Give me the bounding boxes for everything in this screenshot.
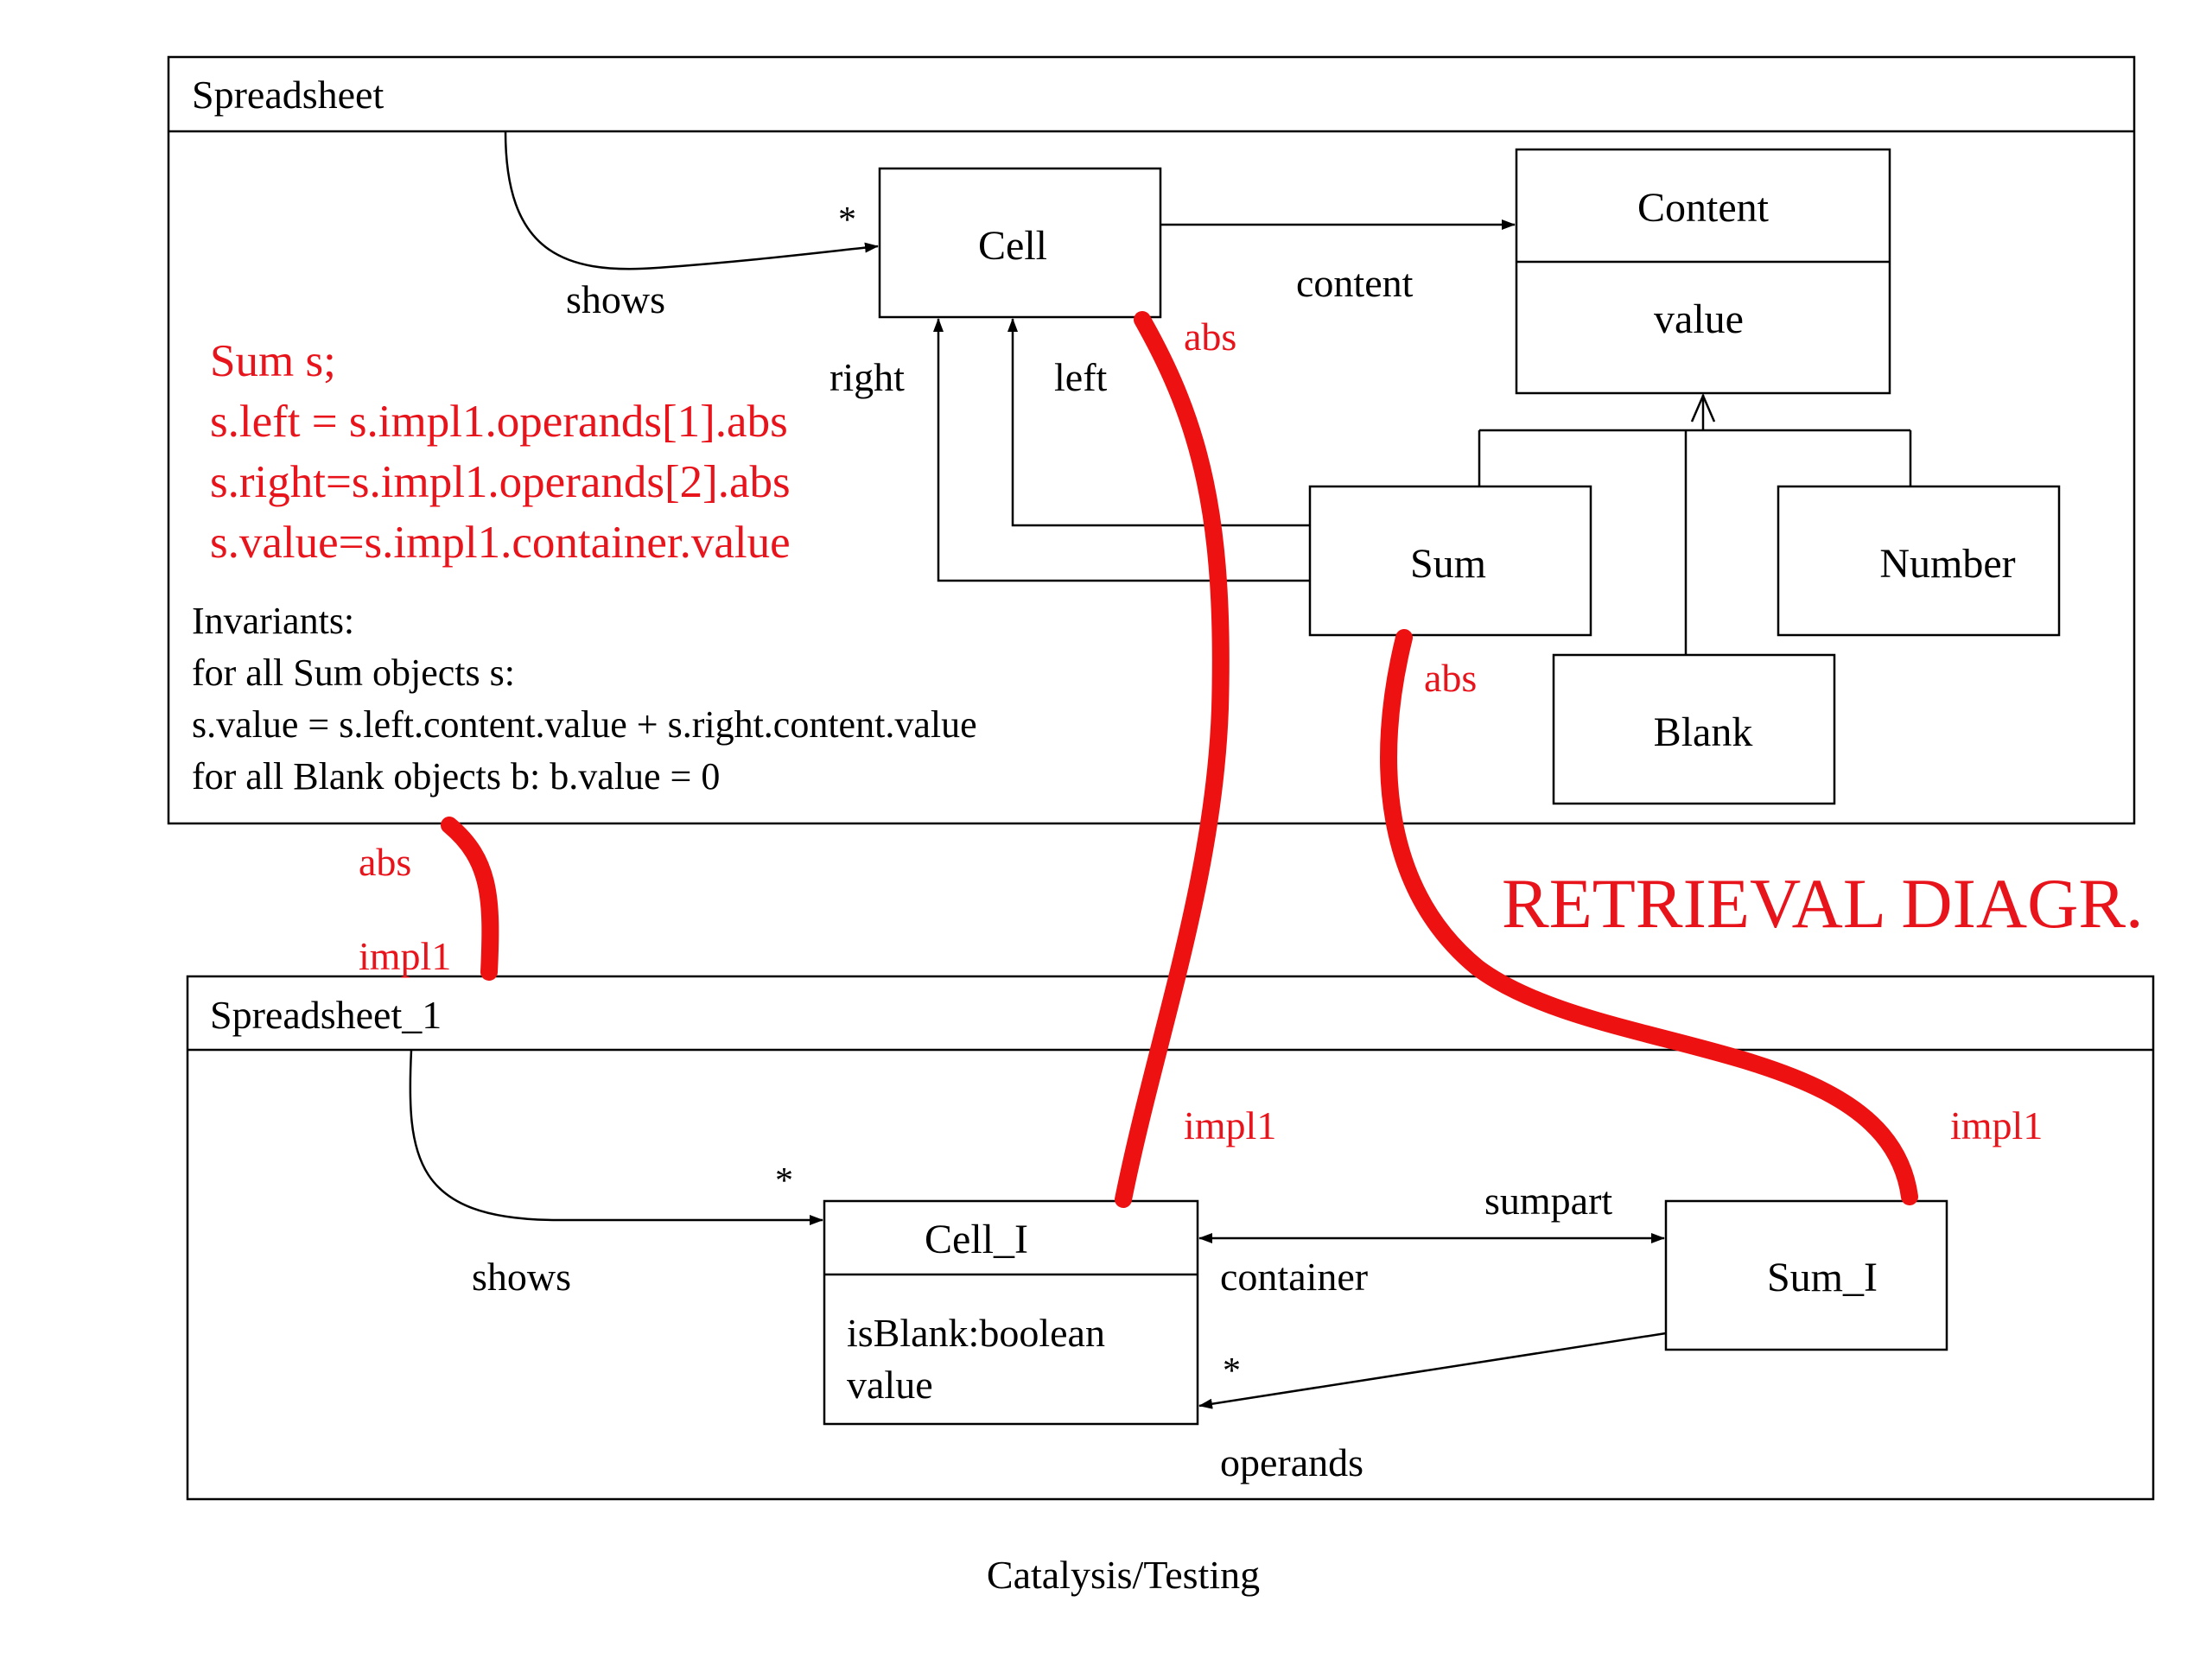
abs-cell-label: abs bbox=[1184, 315, 1236, 359]
shows-i-association bbox=[409, 1049, 823, 1225]
cell-class: Cell bbox=[878, 167, 1162, 319]
spreadsheet-package: Spreadsheet bbox=[167, 55, 2136, 825]
sum-mapping-curve bbox=[1380, 629, 1918, 1205]
abs-sum-label: abs bbox=[1424, 656, 1477, 700]
number-class-name: Number bbox=[1879, 541, 2015, 587]
invariants-line-2: for all Sum objects s: bbox=[192, 652, 515, 694]
sumpart-label: sumpart bbox=[1484, 1179, 1612, 1223]
inheritance-arrow-icon bbox=[1690, 392, 1716, 423]
sum-i-class: Sum_I bbox=[1664, 1199, 1948, 1351]
invariants-line-4: for all Blank objects b: b.value = 0 bbox=[192, 755, 720, 798]
spreadsheet1-package: Spreadsheet_1 bbox=[186, 975, 2155, 1501]
cell-mapping-curve bbox=[1115, 311, 1230, 1208]
footer-caption: Catalysis/Testing bbox=[987, 1553, 1260, 1597]
cell-class-name: Cell bbox=[978, 223, 1047, 269]
retrieval-line-3: s.right=s.impl1.operands[2].abs bbox=[210, 457, 791, 507]
retrieval-line-4: s.value=s.impl1.container.value bbox=[210, 518, 791, 568]
invariants-block: Invariants: for all Sum objects s: s.val… bbox=[192, 600, 977, 798]
operands-label: operands bbox=[1220, 1440, 1363, 1484]
impl1-sum-label: impl1 bbox=[1950, 1103, 2043, 1147]
container-label: container bbox=[1220, 1255, 1368, 1299]
impl1-sheet-label: impl1 bbox=[359, 934, 451, 978]
left-label: left bbox=[1054, 355, 1108, 399]
invariants-line-3: s.value = s.left.content.value + s.right… bbox=[192, 703, 977, 746]
blank-class-name: Blank bbox=[1654, 709, 1753, 755]
generalization-connector bbox=[1478, 392, 1912, 655]
operands-multiplicity: * bbox=[1223, 1351, 1241, 1391]
shows-i-label: shows bbox=[472, 1255, 571, 1299]
spreadsheet-title: Spreadsheet bbox=[192, 73, 384, 117]
shows-multiplicity: * bbox=[838, 200, 856, 240]
right-association bbox=[933, 318, 1310, 582]
spreadsheet1-title: Spreadsheet_1 bbox=[210, 993, 442, 1037]
cell-i-attribute-1: isBlank:boolean bbox=[847, 1311, 1105, 1355]
retrieval-definition: Sum s; s.left = s.impl1.operands[1].abs … bbox=[210, 336, 791, 568]
retrieval-line-2: s.left = s.impl1.operands[1].abs bbox=[210, 397, 788, 447]
cell-i-class-name: Cell_I bbox=[925, 1217, 1028, 1262]
content-label: content bbox=[1296, 261, 1414, 305]
cell-i-attribute-2: value bbox=[847, 1363, 933, 1407]
retrieval-diagram-banner: RETRIEVAL DIAGR. bbox=[1502, 864, 2144, 943]
number-class: Number bbox=[1777, 485, 2061, 637]
invariants-line-1: Invariants: bbox=[192, 600, 354, 642]
impl1-cell-label: impl1 bbox=[1184, 1103, 1276, 1147]
shows-association bbox=[504, 130, 879, 270]
content-class-name: Content bbox=[1637, 185, 1770, 231]
right-label: right bbox=[830, 355, 905, 399]
cell-i-class: Cell_I isBlank:boolean value bbox=[823, 1199, 1199, 1426]
sheet-mapping-curve bbox=[441, 817, 499, 981]
sum-class: Sum bbox=[1308, 485, 1592, 637]
blank-class: Blank bbox=[1552, 653, 1836, 805]
content-class-attribute: value bbox=[1654, 296, 1744, 342]
shows-i-multiplicity: * bbox=[775, 1161, 793, 1201]
retrieval-line-1: Sum s; bbox=[210, 336, 336, 386]
sum-i-class-name: Sum_I bbox=[1767, 1255, 1878, 1300]
sum-class-name: Sum bbox=[1410, 541, 1486, 587]
shows-label: shows bbox=[566, 277, 665, 321]
content-class: Content value bbox=[1515, 148, 1891, 395]
abs-sheet-label: abs bbox=[359, 840, 411, 884]
operands-association bbox=[1198, 1332, 1667, 1409]
